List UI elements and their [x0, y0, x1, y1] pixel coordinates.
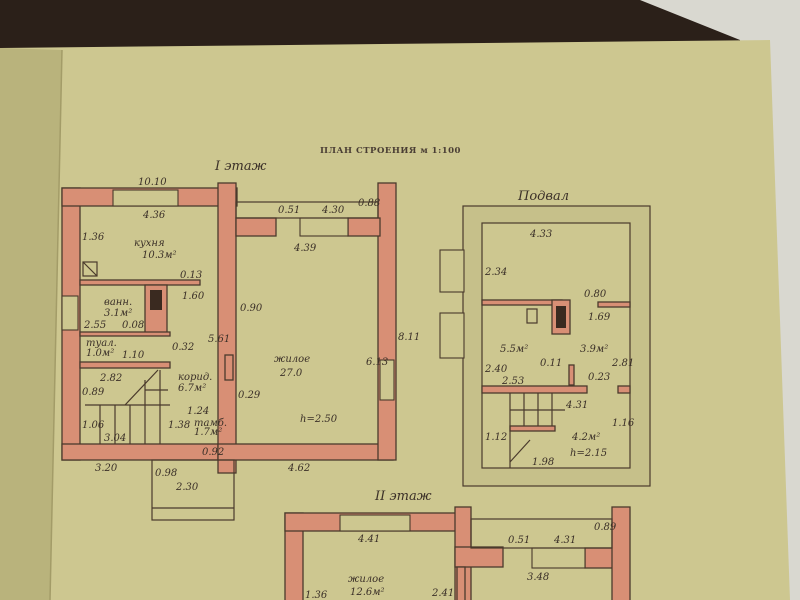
basement-plan: Подвал 4.33 2.34 0.80 1.69 2.40 5.5м² 3.…: [439, 189, 651, 487]
room-area-corridor: 6.7м²: [178, 383, 206, 394]
dim-label: 4.39: [293, 243, 317, 254]
room-name-tambour: тамб.: [194, 418, 227, 429]
dim-label: 0.98: [155, 468, 177, 479]
dim-label: 0.13: [180, 270, 202, 281]
dim-label: 1.16: [612, 418, 635, 429]
dim-label: 2.34: [484, 267, 507, 278]
room-name-living: жилое: [274, 354, 310, 365]
dim-label: 6.13: [366, 357, 388, 368]
paper-fold: [0, 48, 62, 600]
basement-staircase: [509, 393, 565, 468]
dim-label: 1.36: [82, 232, 105, 243]
room-name-living-2: жилое: [348, 574, 384, 585]
second-floor-heading: II этаж: [374, 489, 432, 504]
dim-label: 4.31: [565, 400, 588, 411]
room-area-living: 27.0: [279, 368, 303, 379]
dim-label: 0.89: [594, 522, 617, 533]
dim-label: 3.20: [95, 463, 118, 474]
first-floor-heading: I этаж: [214, 159, 267, 174]
plan-title: ПЛАН СТРОЕНИЯ м 1:100: [320, 146, 461, 156]
second-floor-plan: II этаж 4.41 1.36 жилое 12.6м² 2.41 0.51…: [284, 489, 631, 600]
dim-label: 0.11: [540, 358, 562, 369]
room-name-bath: ванн.: [104, 297, 132, 308]
room-name-kitchen: кухня: [134, 238, 165, 249]
ceiling-height: h=2.50: [300, 414, 338, 425]
dim-label: 0.51: [278, 205, 300, 216]
fold-line: [49, 49, 63, 600]
dim-label: 10.10: [138, 177, 167, 188]
room-area-wc: 1.0м²: [86, 348, 114, 359]
room-name-wc: туал.: [86, 338, 117, 349]
dim-label: 4.62: [287, 463, 310, 474]
dim-label: 2.30: [175, 482, 199, 493]
dim-label: 1.06: [82, 420, 105, 431]
room-area-tambour: 1.7м²: [194, 427, 222, 438]
room-area-living-2: 12.6м²: [350, 587, 385, 598]
dim-label: 0.23: [588, 372, 610, 383]
room-area-bath: 3.1м²: [104, 308, 132, 319]
dim-label: 4.41: [357, 534, 380, 545]
dim-label: 2.40: [484, 364, 508, 375]
first-floor-plan: I этаж 10.10 4.36 0.51: [61, 159, 420, 521]
dim-label: 0.89: [82, 387, 105, 398]
dim-label: 1.98: [532, 457, 554, 468]
dim-label: 0.51: [508, 535, 530, 546]
dim-label: 0.08: [122, 320, 144, 331]
room-area-basement-a: 5.5м²: [500, 344, 528, 355]
room-area-basement-b: 3.9м²: [580, 344, 608, 355]
dim-label: 0.92: [202, 447, 224, 458]
dim-label: 2.82: [99, 373, 122, 384]
staircase: [85, 369, 170, 444]
dim-label: 3.48: [527, 572, 549, 583]
dim-label: 2.81: [611, 358, 634, 369]
dim-label: 4.33: [529, 229, 552, 240]
dim-label: 5.61: [208, 334, 230, 345]
ceiling-height: h=2.15: [570, 448, 607, 459]
dim-label: 0.32: [172, 342, 194, 353]
dim-label: 2.53: [501, 376, 524, 387]
dim-label: 2.55: [83, 320, 106, 331]
dim-label: 3.04: [104, 433, 126, 444]
dim-label: 1.69: [588, 312, 611, 323]
dim-label: 4.36: [142, 210, 166, 221]
dim-label: 1.12: [485, 432, 507, 443]
room-area-kitchen: 10.3м²: [142, 250, 177, 261]
dim-label: 0.88: [358, 198, 380, 209]
room-name-corridor: корид.: [178, 372, 212, 383]
dim-label: 1.36: [305, 590, 328, 600]
dim-label: 1.24: [187, 406, 209, 417]
room-area-basement-c: 4.2м²: [571, 432, 600, 443]
dim-label: 4.30: [321, 205, 345, 216]
dim-label: 0.90: [240, 303, 263, 314]
dim-label: 8.11: [398, 332, 420, 343]
dim-label: 1.60: [182, 291, 205, 302]
dim-label: 1.38: [168, 420, 190, 431]
dim-label: 0.80: [584, 289, 607, 300]
dim-label: 1.10: [122, 350, 145, 361]
dim-label: 2.41: [431, 588, 454, 599]
dim-label: 4.31: [553, 535, 576, 546]
dim-label: 0.29: [238, 390, 261, 401]
basement-heading: Подвал: [517, 189, 569, 204]
